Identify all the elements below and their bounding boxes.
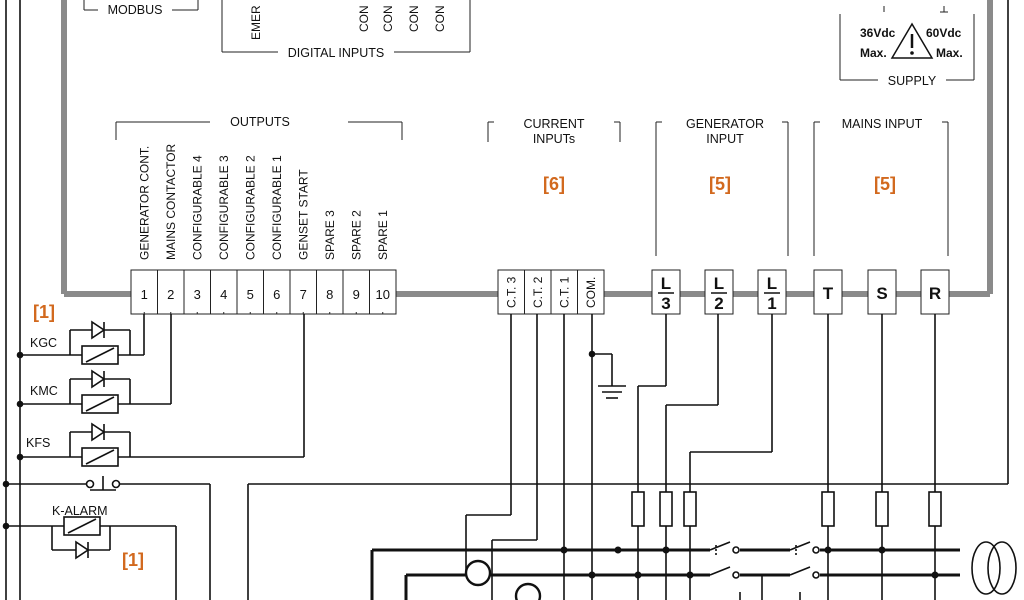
mains-input-bracket	[813, 121, 949, 256]
mains-terminal-letter: S	[876, 284, 887, 303]
output-terminal-label: SPARE 3	[323, 210, 337, 260]
current-inputs-bracket	[487, 121, 621, 142]
mains-input-ref: [5]	[874, 174, 896, 194]
output-terminal-label: CONFIGURABLE 3	[217, 155, 231, 260]
generator-wiring	[631, 314, 773, 600]
ct-wiring	[465, 314, 626, 600]
generator-input-label-2: INPUT	[706, 132, 744, 146]
mains-terminal	[813, 269, 843, 315]
output-terminal-number: 5	[247, 287, 254, 302]
supply-36v: 36Vdc	[860, 26, 896, 40]
output-terminal-label: SPARE 1	[376, 210, 390, 260]
relay-kgc	[16, 314, 145, 365]
mains-terminal	[867, 269, 897, 315]
digital-input-con-3: CON	[407, 5, 421, 32]
digital-input-con-2: CON	[381, 5, 395, 32]
supply-max-2: Max.	[936, 46, 963, 60]
output-terminal-number: 4	[220, 287, 227, 302]
digital-input-con-1: CON	[357, 5, 371, 32]
output-terminal-number: 1	[141, 287, 148, 302]
current-transformers	[464, 559, 542, 600]
generator-terminal-letter: L	[661, 274, 671, 293]
relay-k-alarm	[2, 516, 177, 600]
output-terminal-number: 7	[300, 287, 307, 302]
mains-terminal	[920, 269, 950, 315]
controller-outline	[61, 0, 993, 297]
generator-terminal-letter: L	[714, 274, 724, 293]
output-terminal-number: 8	[326, 287, 333, 302]
output-terminal-label: SPARE 2	[349, 210, 363, 260]
relay-k-alarm-label: K-ALARM	[52, 504, 108, 518]
current-inputs-label-1: CURRENT	[523, 117, 584, 131]
supply-max-1: Max.	[860, 46, 887, 60]
digital-input-emer: EMER	[249, 5, 263, 40]
relay-kgc-label: KGC	[30, 336, 57, 350]
digital-inputs-bracket	[221, 0, 471, 53]
current-terminal-label: C.T. 1	[557, 276, 571, 308]
mains-terminal-letter: T	[823, 284, 834, 303]
current-terminal-label: C.T. 3	[504, 276, 518, 308]
mains-wiring	[821, 314, 942, 600]
outputs-bracket	[115, 121, 403, 140]
mains-input-label: MAINS INPUT	[842, 117, 923, 131]
supply-label: SUPPLY	[888, 74, 937, 88]
output-terminal-label: CONFIGURABLE 2	[243, 155, 257, 260]
current-terminal-label: COM.	[584, 277, 598, 308]
busbar-junctions	[560, 546, 939, 579]
alarm-ref: [1]	[122, 550, 144, 570]
output-terminal-number: 2	[167, 287, 174, 302]
current-inputs-ref: [6]	[543, 174, 565, 194]
generator-terminal-number: 3	[661, 294, 670, 313]
relay-kmc-label: KMC	[30, 384, 58, 398]
output-terminal-number: 6	[273, 287, 280, 302]
generator-terminal	[704, 269, 734, 315]
digital-input-con-4: CON	[433, 5, 447, 32]
generator-input-bracket	[655, 121, 789, 256]
generator-winding-icon	[971, 541, 1017, 595]
warning-icon	[890, 22, 934, 59]
current-inputs-label-2: INPUTs	[533, 132, 575, 146]
generator-terminal-letter: L	[767, 274, 777, 293]
output-terminal-number: 10	[376, 287, 390, 302]
kfs-contact	[2, 476, 211, 600]
contactor-switches	[709, 541, 820, 600]
power-busbars	[370, 548, 960, 600]
supply-60v: 60Vdc	[926, 26, 962, 40]
output-terminals: 1 GENERATOR CONT. 2 MAINS CONTACTOR 3 CONFIGU…	[137, 143, 390, 314]
current-terminal-label: C.T. 2	[531, 276, 545, 308]
digital-inputs-label: DIGITAL INPUTS	[288, 46, 385, 60]
generator-terminal-number: 1	[767, 294, 776, 313]
generator-terminal-number: 2	[714, 294, 723, 313]
mains-terminal-letter: R	[929, 284, 941, 303]
output-terminal-label: GENSET START	[296, 169, 310, 260]
output-terminal-label: MAINS CONTACTOR	[164, 143, 178, 260]
modbus-label: MODBUS	[108, 3, 163, 17]
supply-bracket	[839, 6, 975, 81]
output-terminal-number: 3	[194, 287, 201, 302]
outputs-label: OUTPUTS	[230, 115, 290, 129]
output-terminal-label: GENERATOR CONT.	[137, 146, 151, 260]
left-bus-lines	[5, 0, 21, 600]
relay-kmc	[16, 314, 172, 414]
modbus-bracket	[83, 0, 199, 11]
relay-kfs	[16, 314, 305, 467]
output-terminal-number: 9	[353, 287, 360, 302]
outputs-ref: [1]	[33, 302, 55, 322]
relay-kfs-label: KFS	[26, 436, 50, 450]
generator-input-label-1: GENERATOR	[686, 117, 764, 131]
generator-input-ref: [5]	[709, 174, 731, 194]
output-terminal-label: CONFIGURABLE 4	[190, 155, 204, 260]
current-terminals: C.T. 3 C.T. 2 C.T. 1 COM.	[504, 270, 598, 314]
output-terminal-label: CONFIGURABLE 1	[270, 155, 284, 260]
